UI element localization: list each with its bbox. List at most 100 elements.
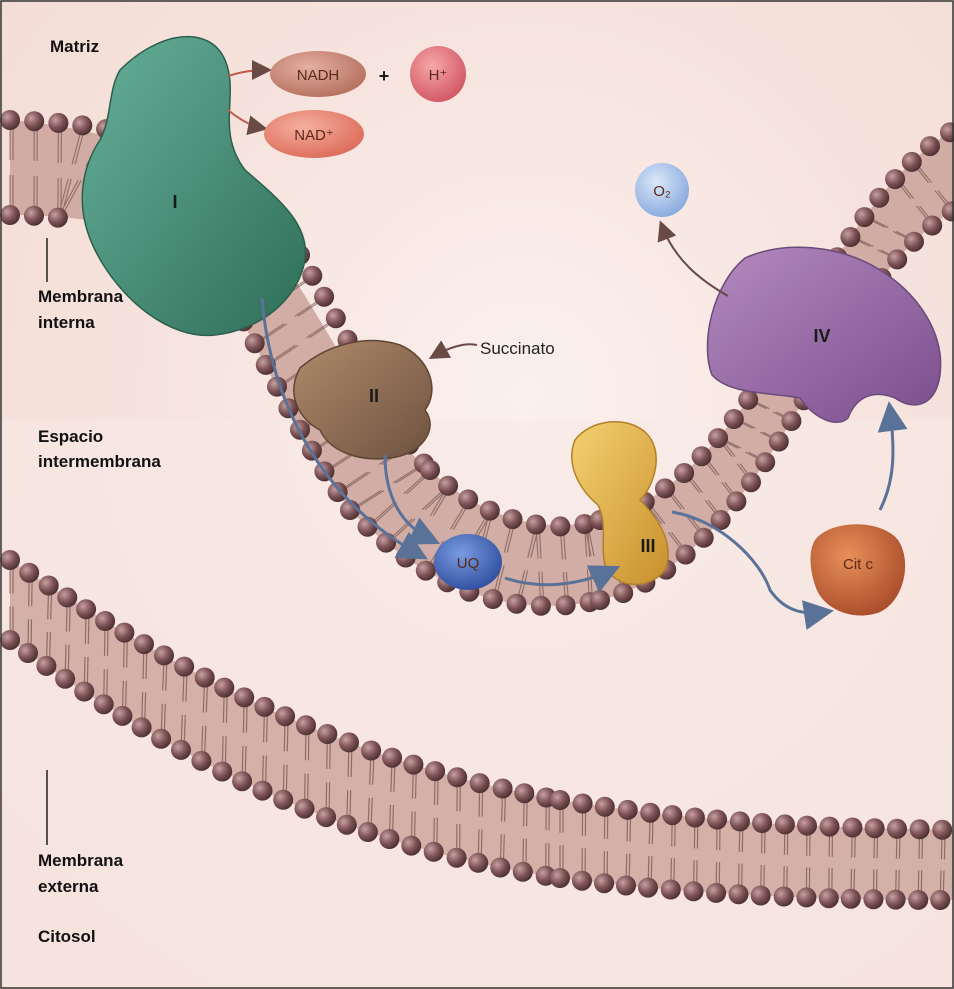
phospholipid-head — [361, 741, 381, 761]
phospholipid-head — [922, 216, 942, 236]
phospholipid-head — [234, 687, 254, 707]
phospholipid-head — [326, 308, 346, 328]
membrana-externa-label-line1: Membrana — [38, 851, 124, 870]
phospholipid-head — [74, 682, 94, 702]
phospholipid-head — [0, 630, 20, 650]
phospholipid-head — [550, 516, 570, 536]
phospholipid-head — [616, 876, 636, 896]
phospholipid-head — [902, 152, 922, 172]
phospholipid-head — [819, 888, 839, 908]
phospholipid-head — [781, 411, 801, 431]
phospholipid-head — [490, 858, 510, 878]
nadh-label: NADH — [297, 67, 340, 84]
phospholipid-head — [39, 576, 59, 596]
h-plus-label: H⁺ — [429, 67, 448, 84]
phospholipid-head — [379, 829, 399, 849]
phospholipid-head — [887, 819, 907, 839]
phospholipid-head — [774, 887, 794, 907]
h-plus-molecule: H⁺ — [410, 46, 466, 102]
phospholipid-head — [594, 873, 614, 893]
phospholipid-head — [661, 880, 681, 900]
phospholipid-head — [503, 509, 523, 529]
phospholipid-head — [273, 790, 293, 810]
phospholipid-head — [328, 482, 348, 502]
complex-ii-label: II — [369, 386, 379, 406]
phospholipid-head — [245, 333, 265, 353]
phospholipid-head — [797, 816, 817, 836]
phospholipid-head — [674, 463, 694, 483]
phospholipid-head — [676, 545, 696, 565]
phospholipid-head — [232, 771, 252, 791]
phospholipid-head — [572, 871, 592, 891]
phospholipid-head — [302, 266, 322, 286]
phospholipid-head — [214, 678, 234, 698]
phospholipid-head — [212, 762, 232, 782]
complex-iii-label: III — [640, 536, 655, 556]
phospholipid-head — [863, 889, 883, 909]
phospholipid-head — [420, 460, 440, 480]
phospholipid-head — [904, 232, 924, 252]
phospholipid-head — [655, 478, 675, 498]
phospholipid-head — [685, 808, 705, 828]
complex-iv-label: IV — [813, 326, 830, 346]
citosol-label: Citosol — [38, 927, 96, 946]
phospholipid-head — [296, 715, 316, 735]
phospholipid-head — [438, 476, 458, 496]
membrana-interna-label-line2: interna — [38, 313, 95, 332]
phospholipid-head — [556, 595, 576, 615]
phospholipid-head — [76, 599, 96, 619]
phospholipid-head — [317, 724, 337, 744]
phospholipid-head — [493, 779, 513, 799]
phospholipid-head — [840, 227, 860, 247]
phospholipid-head — [253, 781, 273, 801]
phospholipid-head — [869, 188, 889, 208]
phospholipid-head — [932, 820, 952, 840]
phospholipid-head — [573, 794, 593, 814]
phospholipid-head — [403, 755, 423, 775]
phospholipid-head — [470, 773, 490, 793]
phospholipid-head — [358, 822, 378, 842]
phospholipid-head — [755, 452, 775, 472]
o2-molecule: O₂ — [635, 163, 689, 217]
phospholipid-head — [112, 706, 132, 726]
espacio-label-line2: intermembrana — [38, 452, 161, 471]
phospholipid-head — [171, 740, 191, 760]
phospholipid-head — [295, 799, 315, 819]
phospholipid-head — [684, 881, 704, 901]
phospholipid-head — [724, 409, 744, 429]
phospholipid-head — [447, 767, 467, 787]
phospholipid-head — [887, 249, 907, 269]
phospholipid-head — [376, 533, 396, 553]
phospholipid-head — [694, 528, 714, 548]
phospholipid-head — [337, 815, 357, 835]
phospholipid-head — [820, 817, 840, 837]
phospholipid-head — [0, 550, 20, 570]
phospholipid-head — [531, 596, 551, 616]
phospholipid-head — [930, 890, 950, 910]
phospholipid-head — [886, 890, 906, 910]
phospholipid-head — [480, 501, 500, 521]
phospholipid-head — [662, 805, 682, 825]
phospholipid-head — [18, 643, 38, 663]
phospholipid-head — [316, 807, 336, 827]
phospholipid-head — [24, 111, 44, 131]
uq-molecule: UQ — [434, 534, 502, 590]
phospholipid-head — [526, 515, 546, 535]
phospholipid-head — [424, 842, 444, 862]
phospholipid-head — [638, 878, 658, 898]
phospholipid-head — [174, 657, 194, 677]
phospholipid-head — [775, 814, 795, 834]
phospholipid-head — [447, 848, 467, 868]
phospholipid-head — [382, 748, 402, 768]
phospholipid-head — [595, 797, 615, 817]
phospholipid-head — [339, 732, 359, 752]
phospholipid-head — [640, 803, 660, 823]
phospholipid-head — [72, 115, 92, 135]
nadh-molecule: NADH — [270, 51, 366, 97]
phospholipid-head — [483, 589, 503, 609]
phospholipid-head — [425, 761, 445, 781]
phospholipid-head — [36, 656, 56, 676]
complex-i-label: I — [172, 192, 177, 212]
